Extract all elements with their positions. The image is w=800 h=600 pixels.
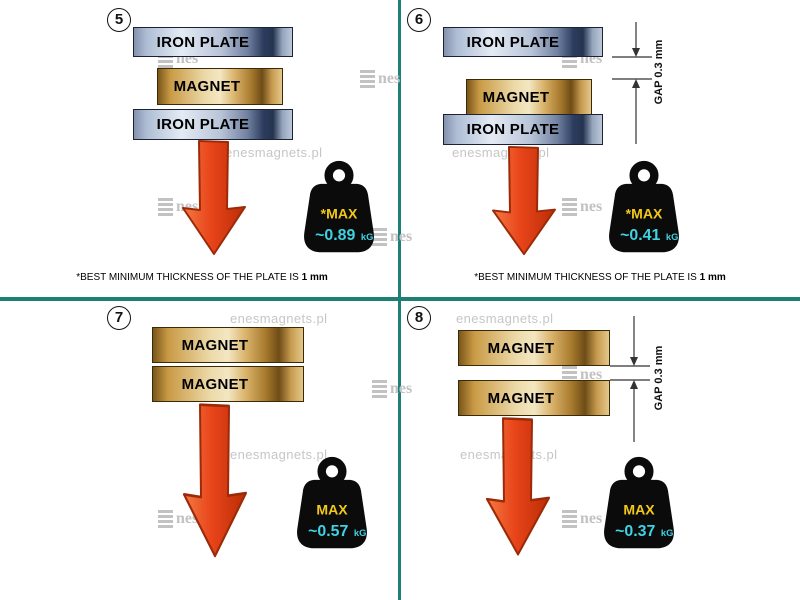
enes-e-icon [562,198,577,216]
pull-force-down-arrow-icon [492,145,556,256]
horizontal-divider [0,297,800,301]
gap-label: GAP 0.3 mm [653,39,665,105]
weight-icon: *MAX ~0.89 kG [304,160,374,253]
watermark-site: enesmagnets.pl [230,311,328,326]
footnote: *BEST MINIMUM THICKNESS OF THE PLATE IS … [8,272,396,283]
enes-e-icon [372,228,387,246]
enes-e-icon [158,510,173,528]
max-label: MAX [623,502,655,518]
weight-unit: kG [661,528,674,538]
magnet-block: MAGNET [152,327,304,363]
enes-e-icon [360,70,375,88]
panel-8-number: 8 [407,306,431,330]
weight-icon: MAX ~0.57 kG [297,456,367,549]
weight-value: ~0.57 [308,523,348,540]
iron-plate: IRON PLATE [133,27,293,57]
magnet-label: MAGNET [181,375,249,393]
iron-plate-label: IRON PLATE [466,121,560,138]
gap-dimension-icon [610,316,650,442]
enes-logo-watermark: nes [158,510,198,528]
max-label: MAX [316,502,348,518]
weight-icon: *MAX ~0.41 kG [609,160,679,253]
weight-value: ~0.89 [315,227,355,244]
iron-plate: IRON PLATE [443,114,603,145]
magnet-block: MAGNET [152,366,304,402]
gap-label: GAP 0.3 mm [653,345,665,411]
footnote-bold: 1 mm [699,272,726,283]
watermark-site: enesmagnets.pl [456,311,554,326]
footnote-bold: 1 mm [301,272,328,283]
iron-plate-label: IRON PLATE [156,116,250,133]
gap-dimension-icon [612,22,652,144]
enes-logo-watermark: nes [372,380,412,398]
weight-unit: kG [354,528,367,538]
magnet-block: MAGNET [466,79,592,115]
footnote-text: *BEST MINIMUM THICKNESS OF THE PLATE IS [474,272,697,283]
weight-unit: kG [666,232,679,242]
iron-plate-label: IRON PLATE [156,33,250,51]
weight-value: ~0.37 [615,523,655,540]
panel-7-number: 7 [107,306,131,330]
iron-plate-label: IRON PLATE [466,33,560,51]
enes-e-icon [372,380,387,398]
watermark-site: enesmagnets.pl [225,145,323,160]
magnet-block: MAGNET [458,330,610,366]
footnote-text: *BEST MINIMUM THICKNESS OF THE PLATE IS [76,272,299,283]
enes-e-icon [562,510,577,528]
magnet-block: MAGNET [157,68,283,105]
enes-logo-watermark: nes [562,198,602,216]
pull-force-down-arrow-icon [182,140,246,255]
enes-logo-watermark: nes [360,70,400,88]
magnet-label: MAGNET [482,88,550,106]
magnet-label: MAGNET [487,389,555,407]
weight-unit: kG [361,232,374,242]
magnet-label: MAGNET [173,78,241,95]
enes-logo-watermark: nes [562,510,602,528]
magnet-block: MAGNET [458,380,610,416]
iron-plate: IRON PLATE [133,109,293,140]
weight-icon: MAX ~0.37 kG [604,456,674,549]
enes-logo-watermark: nes [372,228,412,246]
max-label: *MAX [626,206,663,222]
iron-plate: IRON PLATE [443,27,603,57]
pull-force-down-arrow-icon [486,417,550,556]
magnet-label: MAGNET [487,339,555,357]
weight-value: ~0.41 [620,227,660,244]
panel-6-number: 6 [407,8,431,32]
max-label: *MAX [321,206,358,222]
footnote: *BEST MINIMUM THICKNESS OF THE PLATE IS … [404,272,796,283]
panel-5-number: 5 [107,8,131,32]
watermark-site: enesmagnets.pl [230,447,328,462]
enes-e-icon [158,198,173,216]
magnet-label: MAGNET [181,336,249,354]
pull-force-down-arrow-icon [183,403,247,558]
